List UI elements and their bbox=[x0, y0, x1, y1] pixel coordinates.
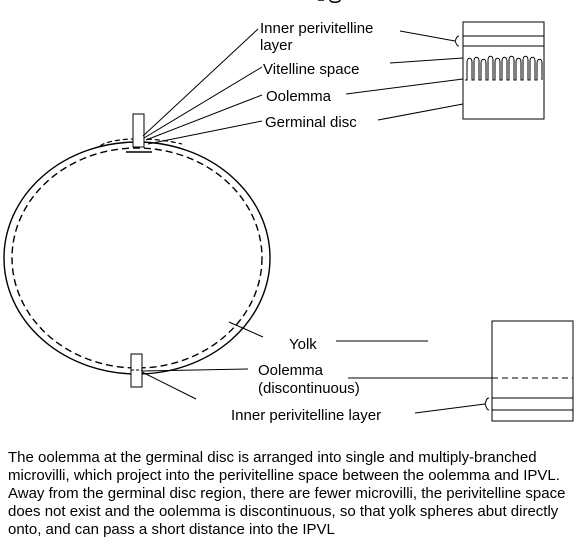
label-vitelline-space: Vitelline space bbox=[263, 61, 359, 78]
egg-outline bbox=[3, 141, 271, 375]
label-yolk: Yolk bbox=[289, 336, 317, 353]
top-sample-box bbox=[132, 113, 145, 148]
top-leader-lines bbox=[142, 28, 263, 145]
label-germinal-disc: Germinal disc bbox=[265, 114, 357, 131]
clipped-heading-fragment bbox=[318, 0, 341, 3]
label-inner-perivitelline-bottom: Inner perivitelline layer bbox=[231, 407, 381, 424]
label-inner-perivitelline-top-1: Inner perivitelline bbox=[260, 20, 373, 37]
label-oolemma-bottom-1: Oolemma bbox=[258, 362, 324, 379]
bottom-detail-box bbox=[491, 320, 574, 422]
label-inner-perivitelline-top-2: layer bbox=[260, 37, 293, 54]
label-oolemma-bottom-2: (discontinuous) bbox=[258, 380, 360, 397]
top-right-leader-lines bbox=[345, 30, 464, 121]
bottom-right-leader-lines bbox=[336, 340, 492, 414]
microvilli-wave bbox=[465, 55, 543, 81]
label-oolemma-top: Oolemma bbox=[266, 88, 332, 105]
caption-text: The oolemma at the germinal disc is arra… bbox=[8, 449, 566, 538]
top-detail-box bbox=[462, 21, 545, 120]
bottom-leader-lines bbox=[141, 321, 264, 400]
